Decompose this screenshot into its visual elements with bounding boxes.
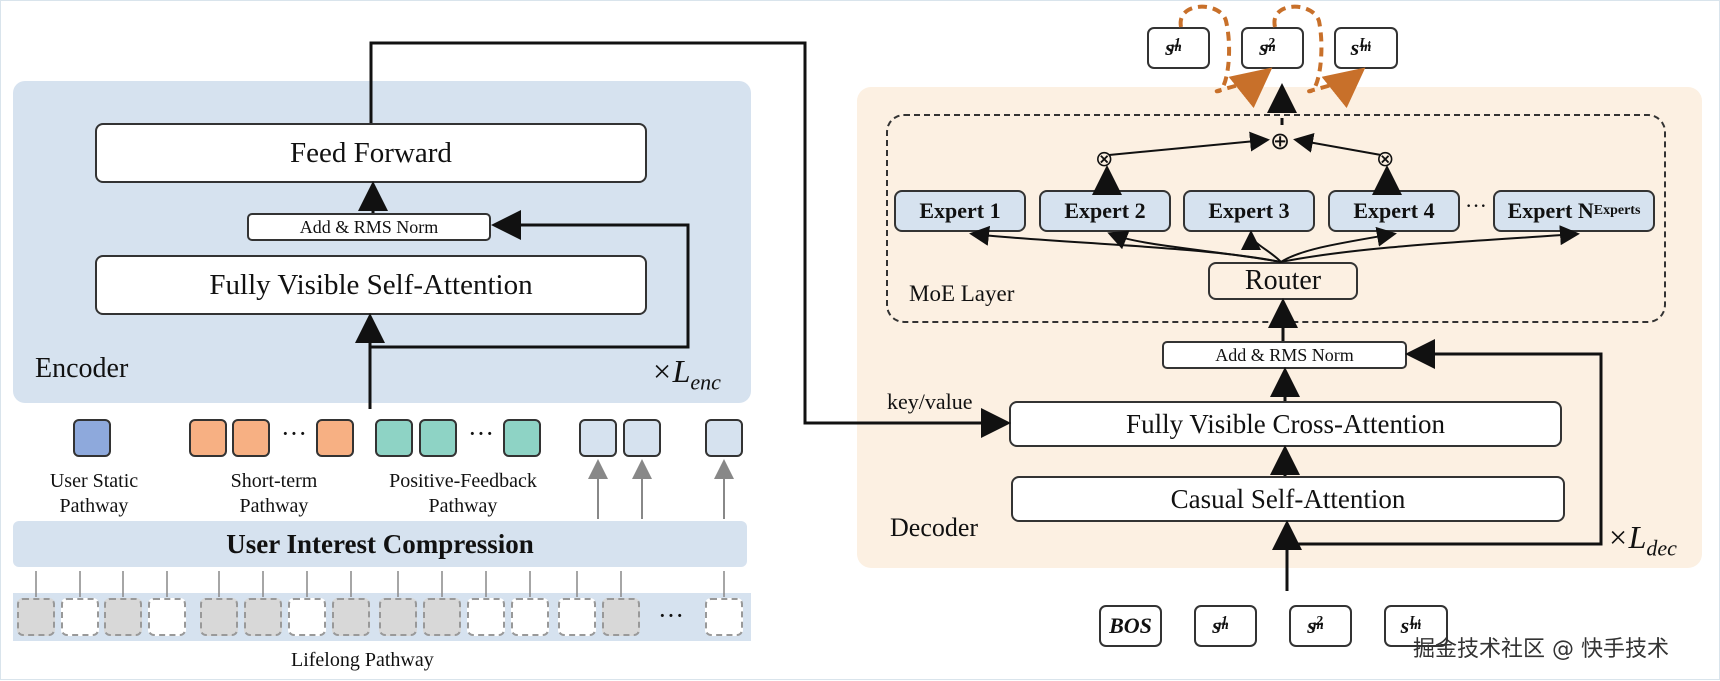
otimes-to-oplus-left — [1108, 131, 1270, 156]
lifelong-token — [244, 598, 282, 636]
key-value-label: key/value — [887, 389, 973, 414]
encoder-repeat-label: ×Lenc — [651, 353, 721, 395]
oplus-sum: ⊕ — [1270, 127, 1291, 155]
short-term-token — [232, 419, 270, 457]
lifelong-token — [379, 598, 417, 636]
lifelong-token — [705, 598, 743, 636]
lifelong-token — [17, 598, 55, 636]
router-to-expert3 — [1241, 230, 1282, 263]
causal-self-attention-block: Casual Self-Attention — [1011, 476, 1565, 522]
lifelong-token — [511, 598, 549, 636]
moe-layer-label: MoE Layer — [909, 281, 1015, 306]
lifelong-token — [104, 598, 142, 636]
expert-ellipsis: ··· — [1465, 193, 1487, 218]
lifelong-pathway-label: Lifelong Pathway — [291, 649, 434, 671]
encoder-to-decoder-line — [369, 41, 1011, 438]
encoder-add-norm-block: Add & RMS Norm — [247, 213, 491, 241]
watermark: 掘金技术社区 @ 快手技术 — [1413, 637, 1669, 662]
user-interest-compression-block: User Interest Compression — [13, 521, 747, 567]
lifelong-token — [288, 598, 326, 636]
expert-3-block: Expert 3 — [1183, 190, 1315, 232]
lifelong-compressed-token — [623, 419, 661, 457]
lifelong-compressed-token — [579, 419, 617, 457]
lifelong-token — [200, 598, 238, 636]
router-to-expertn — [1280, 225, 1580, 263]
lifelong-token — [61, 598, 99, 636]
lifelong-token — [148, 598, 186, 636]
short-term-ellipsis: ··· — [281, 419, 307, 448]
user-static-token — [73, 419, 111, 457]
otimes-to-oplus-right — [1293, 132, 1382, 156]
router-to-expert4 — [1280, 226, 1397, 263]
encoder-title: Encoder — [35, 353, 129, 384]
user-static-label: User Static Pathway — [49, 470, 139, 517]
decoder-repeat-label: ×Ldec — [1607, 519, 1677, 561]
lifelong-token — [332, 598, 370, 636]
autoregressive-arrow-2 — [1272, 4, 1366, 109]
short-term-token — [316, 419, 354, 457]
positive-feedback-label: Positive-Feedback Pathway — [389, 470, 537, 517]
short-term-label: Short-term Pathway — [230, 470, 318, 517]
lifelong-compressed-token — [705, 419, 743, 457]
decoder-residual-line — [1287, 339, 1603, 546]
decoder-title: Decoder — [890, 513, 979, 542]
autoregressive-arrow-1 — [1178, 4, 1273, 109]
expert-1-block: Expert 1 — [894, 190, 1026, 232]
lifelong-ellipsis: ··· — [658, 601, 684, 630]
encoder-residual-line — [370, 210, 690, 349]
router-to-expert2 — [1107, 230, 1282, 263]
bos-token: BOS — [1099, 605, 1162, 647]
lifelong-token — [602, 598, 640, 636]
lifelong-token — [558, 598, 596, 636]
lifelong-token — [423, 598, 461, 636]
positive-feedback-token — [503, 419, 541, 457]
lifelong-token — [467, 598, 505, 636]
short-term-token — [189, 419, 227, 457]
positive-feedback-token — [375, 419, 413, 457]
positive-feedback-ellipsis: ··· — [468, 419, 494, 448]
positive-feedback-token — [419, 419, 457, 457]
